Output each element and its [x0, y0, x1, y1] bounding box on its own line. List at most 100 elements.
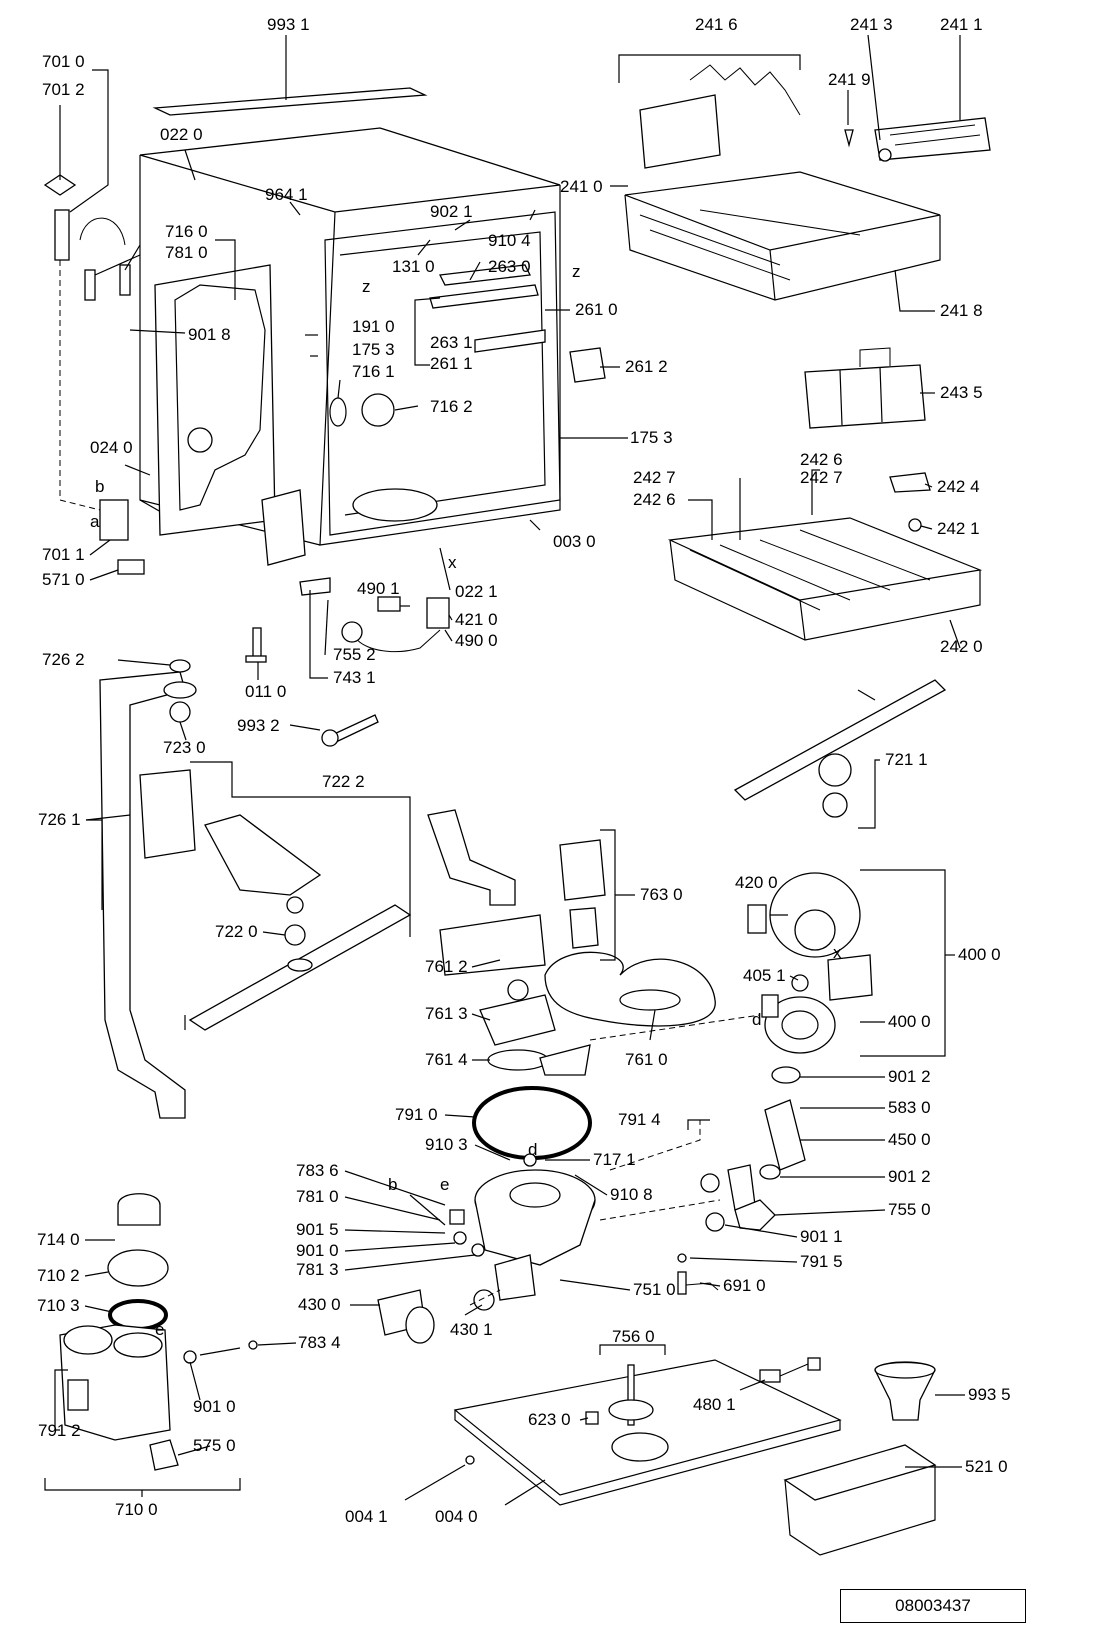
part-label: 910 3: [425, 1135, 468, 1154]
part-label: 722 0: [215, 922, 258, 941]
letter-marker: z: [362, 277, 371, 296]
part-label: 004 1: [345, 1507, 388, 1526]
part-label: 242 6: [800, 450, 843, 469]
part-label: 710 3: [37, 1296, 80, 1315]
part-label: 261 2: [625, 357, 668, 376]
part-label: 421 0: [455, 610, 498, 629]
part-label: 241 3: [850, 15, 893, 34]
part-label: 004 0: [435, 1507, 478, 1526]
part-label: 420 0: [735, 873, 778, 892]
part-label: 022 1: [455, 582, 498, 601]
part-label: 964 1: [265, 185, 308, 204]
part-label: 400 0: [958, 945, 1001, 964]
part-label: 480 1: [693, 1395, 736, 1414]
part-label: 763 0: [640, 885, 683, 904]
part-label: 761 3: [425, 1004, 468, 1023]
part-label: 791 4: [618, 1110, 661, 1129]
upper-basket-drawing: [624, 64, 991, 429]
part-label: 761 4: [425, 1050, 468, 1069]
part-label: 571 0: [42, 570, 85, 589]
drawing-number-box: 08003437: [840, 1589, 1026, 1623]
part-label: 400 0: [888, 1012, 931, 1031]
part-label: 701 2: [42, 80, 85, 99]
part-label: 691 0: [723, 1276, 766, 1295]
letter-marker: x: [448, 553, 457, 572]
part-label: 993 5: [968, 1385, 1011, 1404]
part-label: 783 6: [296, 1161, 339, 1180]
part-label: 791 5: [800, 1252, 843, 1271]
part-label: 701 1: [42, 545, 85, 564]
spray-arm-group-drawing: [99, 659, 412, 1119]
part-label: 191 0: [352, 317, 395, 336]
letter-marker: d: [752, 1010, 761, 1029]
letter-marker: a: [90, 512, 100, 531]
part-label: 716 2: [430, 397, 473, 416]
part-label: 175 3: [630, 428, 673, 447]
letter-marker: e: [155, 1320, 164, 1339]
part-label: 242 7: [800, 468, 843, 487]
part-label: 755 2: [333, 645, 376, 664]
part-label: 131 0: [392, 257, 435, 276]
part-label: 583 0: [888, 1098, 931, 1117]
part-label: 241 9: [828, 70, 871, 89]
part-label: 710 2: [37, 1266, 80, 1285]
part-label: 743 1: [333, 668, 376, 687]
pump-motor-drawing: [609, 872, 873, 1295]
part-label: 175 3: [352, 340, 395, 359]
part-label: 011 0: [245, 682, 286, 701]
lower-basket-drawing: [667, 472, 983, 818]
part-label: 024 0: [90, 438, 133, 457]
part-label: 430 0: [298, 1295, 341, 1314]
letter-marker: z: [572, 262, 581, 281]
leader-lines: [44, 34, 965, 1506]
part-label: 901 0: [296, 1241, 339, 1260]
part-label: 902 1: [430, 202, 473, 221]
part-label: 575 0: [193, 1436, 236, 1455]
part-label: 993 1: [267, 15, 310, 34]
part-label: 430 1: [450, 1320, 493, 1339]
part-label: 761 0: [625, 1050, 668, 1069]
letter-marker: b: [388, 1175, 397, 1194]
part-label: 722 2: [322, 772, 365, 791]
part-label: 263 1: [430, 333, 473, 352]
part-label: 791 0: [395, 1105, 438, 1124]
letter-marker: d: [528, 1140, 537, 1159]
part-label: 242 0: [940, 637, 983, 656]
base-drawing: [453, 1357, 937, 1556]
part-label: 242 7: [633, 468, 676, 487]
part-label: 756 0: [612, 1327, 655, 1346]
part-label: 723 0: [163, 738, 206, 757]
sump-filter-drawing: [377, 809, 761, 1344]
drawing-number: 08003437: [895, 1596, 971, 1615]
part-label: 783 4: [298, 1333, 341, 1352]
part-label: 241 0: [560, 177, 603, 196]
part-label: 241 8: [940, 301, 983, 320]
part-label: 261 1: [430, 354, 473, 373]
part-label: 751 0: [633, 1280, 676, 1299]
part-label: 521 0: [965, 1457, 1008, 1476]
part-label: 910 4: [488, 231, 531, 250]
part-label: 242 6: [633, 490, 676, 509]
part-label: 490 0: [455, 631, 498, 650]
part-label: 490 1: [357, 579, 400, 598]
part-label: 623 0: [528, 1410, 571, 1429]
part-label: 263 0: [488, 257, 531, 276]
part-label: 993 2: [237, 716, 280, 735]
part-label: 710 0: [115, 1500, 158, 1519]
part-label: 022 0: [160, 125, 203, 144]
letter-marker: x: [833, 943, 842, 962]
part-label: 241 6: [695, 15, 738, 34]
part-label: 781 0: [296, 1187, 339, 1206]
part-label: 910 8: [610, 1185, 653, 1204]
part-label: 901 2: [888, 1167, 931, 1186]
part-label: 761 2: [425, 957, 468, 976]
part-label: 716 0: [165, 222, 208, 241]
part-label: 781 0: [165, 243, 208, 262]
part-label: 242 1: [937, 519, 980, 538]
part-label: 721 1: [885, 750, 928, 769]
part-label: 717 1: [593, 1150, 636, 1169]
part-label: 714 0: [37, 1230, 80, 1249]
part-label: 791 2: [38, 1421, 81, 1440]
part-label: 261 0: [575, 300, 618, 319]
letter-markers: z z x b a d x d b e e: [90, 262, 842, 1339]
